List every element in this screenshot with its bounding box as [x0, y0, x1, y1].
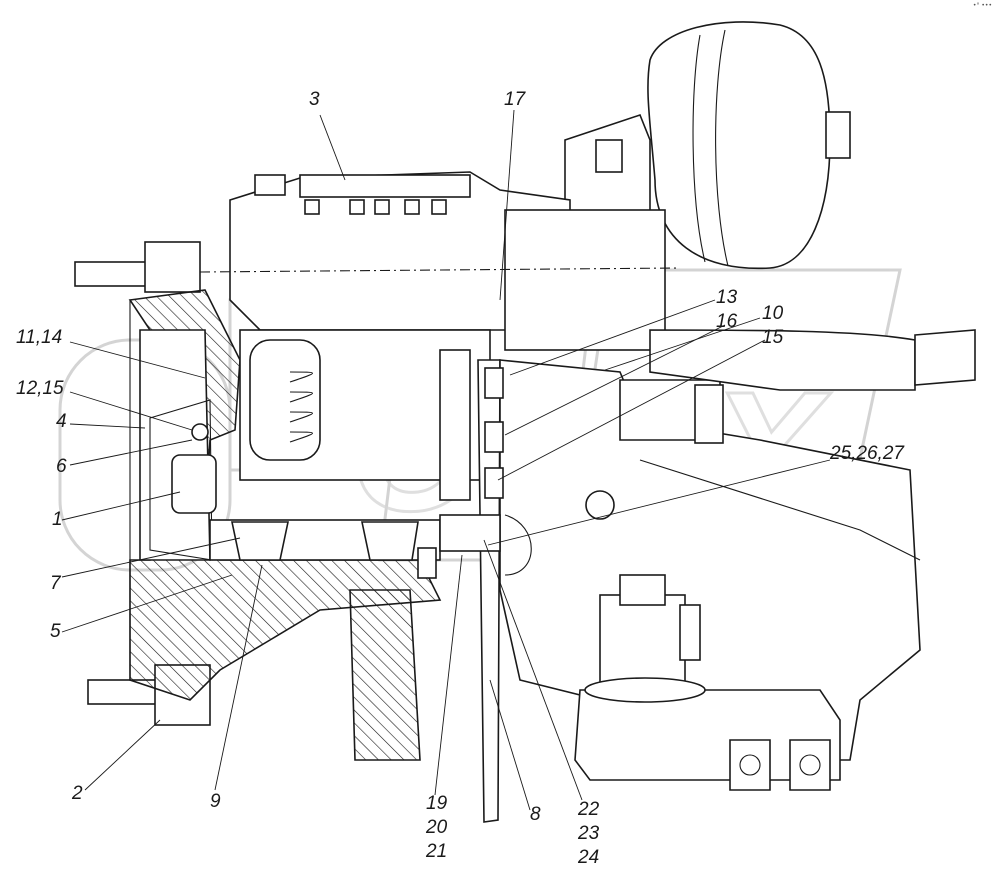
callout-16: 16: [716, 311, 738, 332]
callout-17: 17: [504, 89, 526, 110]
callout-1: 1: [52, 509, 63, 530]
callout-2: 2: [72, 783, 83, 804]
piston-bellows: [239, 329, 491, 501]
callout-22: 22: [578, 799, 600, 820]
caliper-bolts: [304, 199, 447, 215]
caliper-body: [199, 171, 681, 351]
wheel-hub: [128, 289, 442, 761]
callout-23: 23: [578, 823, 600, 844]
callout-15: 15: [762, 327, 784, 348]
callout-10: 10: [762, 303, 784, 324]
callout-19: 19: [426, 793, 448, 814]
callout-8: 8: [530, 804, 541, 825]
callout-9: 9: [210, 791, 221, 812]
callout-11-14: 11,14: [16, 327, 63, 348]
callout-4: 4: [56, 411, 67, 432]
wheel-stud-upper: [74, 241, 201, 293]
leader-lines: [61, 109, 831, 811]
callout-12-15: 12,15: [16, 378, 64, 399]
callout-20: 20: [426, 817, 448, 838]
callout-7: 7: [50, 573, 61, 594]
callout-6: 6: [56, 456, 67, 477]
anchor-bolts: [439, 367, 532, 576]
steering-arm: [574, 574, 841, 791]
callout-25-26-27: 25,26,27: [830, 443, 904, 464]
callout-3: 3: [309, 89, 320, 110]
callout-21: 21: [426, 841, 448, 862]
callout-24: 24: [578, 847, 600, 868]
callout-13: 13: [716, 287, 738, 308]
corner-mark: •° •••: [972, 2, 992, 9]
axle-nut: [171, 454, 217, 514]
callout-5: 5: [50, 621, 61, 642]
